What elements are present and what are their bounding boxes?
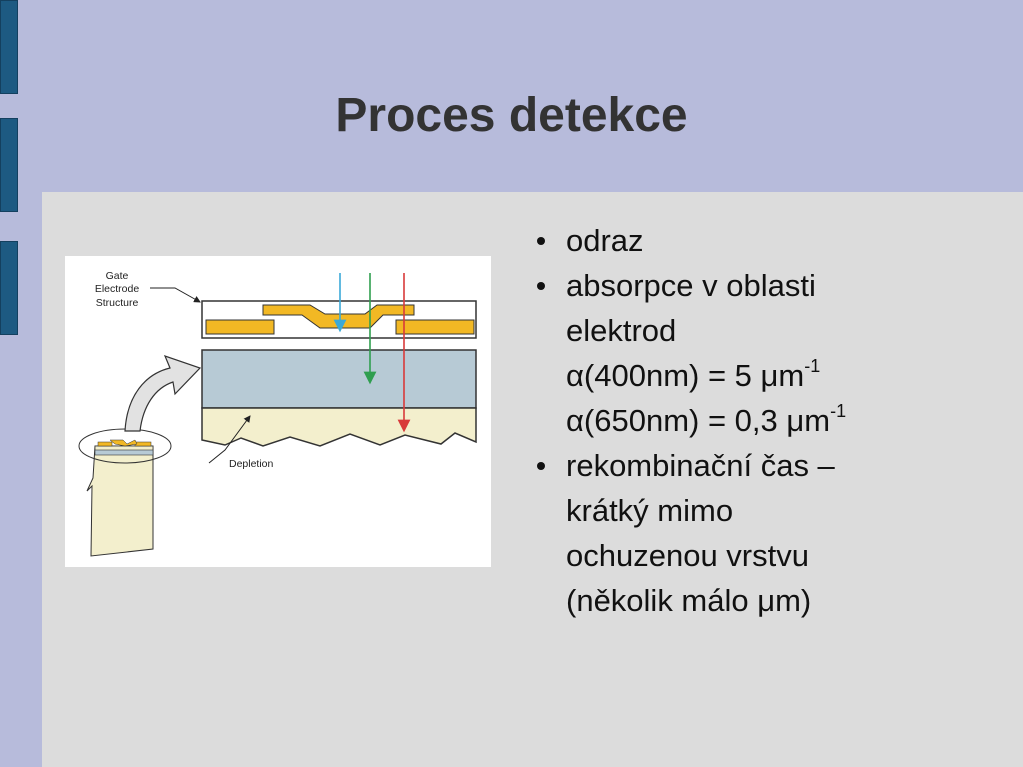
- bullet-dot: [537, 282, 545, 290]
- bullet-dot: [537, 237, 545, 245]
- substrate-layer: [201, 407, 477, 447]
- bullet-text: rekombinační čas –: [566, 448, 835, 483]
- bullet-dot: [537, 462, 545, 470]
- depletion-label: Depletion: [229, 458, 274, 470]
- bullet-text: (několik málo μm): [566, 583, 812, 618]
- electrode-gate: [262, 304, 415, 329]
- magnify-arrow: [124, 355, 202, 432]
- side-tab-2: [0, 118, 18, 212]
- bullet-text: absorpce v oblasti: [566, 268, 816, 303]
- electrode-left: [205, 319, 275, 335]
- gate-leader: [150, 287, 201, 303]
- depletion-leader: [208, 415, 251, 464]
- formula-650nm: α(650nm) = 0,3 μm-1: [566, 398, 1012, 443]
- side-tab-1: [0, 0, 18, 94]
- formula-400nm: α(400nm) = 5 μm-1: [566, 353, 1012, 398]
- bullet-item: absorpce v oblasti elektrod α(400nm) = 5…: [532, 263, 1012, 443]
- bullet-text: ochuzenou vrstvu: [566, 538, 809, 573]
- formula-base: α(400nm) = 5 μm: [566, 358, 805, 393]
- gate-label-line1: Gate: [106, 270, 129, 282]
- formula-base: α(650nm) = 0,3 μm: [566, 403, 831, 438]
- slide-title: Proces detekce: [335, 89, 688, 142]
- bullet-text: elektrod: [566, 313, 677, 348]
- bullet-text: krátký mimo: [566, 493, 734, 528]
- bullet-text: odraz: [566, 223, 644, 258]
- electrode-right: [395, 319, 475, 335]
- side-tab-3: [0, 241, 18, 335]
- gate-label-line3: Structure: [96, 297, 139, 309]
- cross-section: [201, 300, 477, 447]
- depletion-layer: [201, 349, 477, 409]
- bullet-item: rekombinační čas – krátký mimo ochuzenou…: [532, 443, 1012, 623]
- gate-label-line2: Electrode: [95, 283, 140, 295]
- ccd-diagram: Gate Electrode Structure Depletion: [65, 256, 491, 567]
- formula-exponent: -1: [830, 401, 847, 421]
- small-chip: [78, 428, 172, 557]
- bullet-item: odraz: [532, 218, 1012, 263]
- formula-exponent: -1: [804, 356, 821, 376]
- bullet-list: odraz absorpce v oblasti elektrod α(400n…: [532, 218, 1012, 623]
